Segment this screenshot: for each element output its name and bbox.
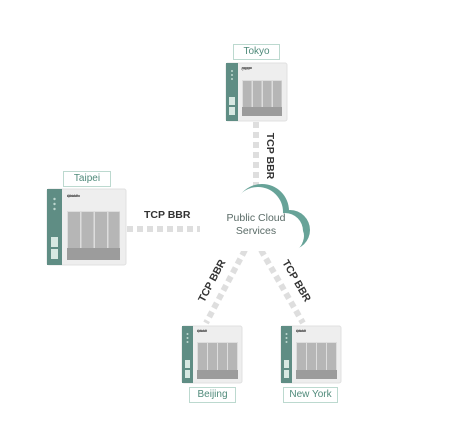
node-label-tokyo: Tokyo [233, 44, 280, 60]
device-badge-tokyo: QNAP [241, 67, 252, 71]
public-cloud-icon [200, 184, 310, 251]
nas-device-tokyo [225, 62, 288, 122]
node-label-beijing: Beijing [189, 387, 236, 403]
link-newyork-cloud [258, 248, 306, 325]
device-badge-taipei: QNAP [67, 193, 79, 198]
node-label-taipei: Taipei [63, 171, 111, 187]
link-beijing-cloud [203, 248, 248, 325]
node-label-new-york: New York [283, 387, 338, 403]
device-badge-new-york: QNAP [296, 329, 307, 333]
cloud-label: Public Cloud Services [204, 212, 308, 238]
cloud-label-line1: Public Cloud [226, 212, 286, 224]
link-label-tokyo: TCP BBR [264, 132, 277, 180]
device-badge-beijing: QNAP [197, 329, 208, 333]
nas-device-taipei [46, 188, 127, 266]
nas-device-new-york [280, 325, 342, 384]
link-label-taipei: TCP BBR [144, 209, 191, 221]
nas-device-beijing [181, 325, 243, 384]
cloud-label-line2: Services [235, 225, 277, 237]
